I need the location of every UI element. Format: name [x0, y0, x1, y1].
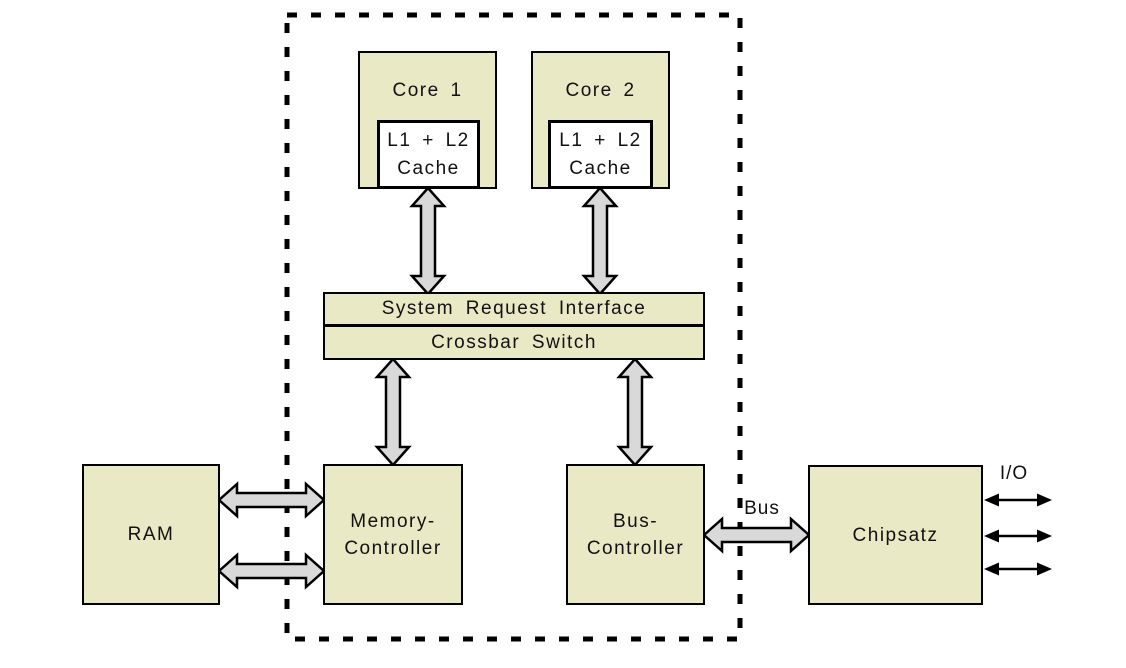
ram-label: RAM: [127, 524, 175, 545]
cache2-box: L1 + L2 Cache: [548, 120, 653, 189]
cache1-label-line2: Cache: [397, 157, 460, 179]
ram-box: RAM: [82, 464, 220, 605]
cpu-package-dashed-border: [284, 12, 743, 642]
core2-label: Core 2: [565, 80, 636, 101]
sri-crossbar-box: System Request Interface Crossbar Switch: [323, 292, 705, 360]
arrow-cache2-sri-icon: [581, 186, 619, 296]
cache1-label-line1: L1 + L2: [387, 129, 470, 151]
bus-controller-label-line1: Bus-: [612, 510, 659, 532]
memory-controller-box: Memory- Controller: [323, 464, 463, 605]
io-arrow-2-icon: [984, 529, 1052, 543]
bus-controller-label-line2: Controller: [586, 537, 685, 559]
chipset-box: Chipsatz: [808, 465, 983, 605]
crossbar-switch-label: Crossbar Switch: [431, 331, 597, 353]
memory-controller-label-line1: Memory-: [350, 510, 436, 532]
arrow-crossbar-bus-controller-icon: [616, 357, 654, 467]
cache2-label-line2: Cache: [569, 157, 632, 179]
memory-controller-label-line2: Controller: [344, 537, 442, 559]
arrow-crossbar-memory-controller-icon: [374, 357, 412, 467]
system-request-interface-label: System Request Interface: [381, 298, 647, 319]
arrow-ram-memory-controller-upper-icon: [217, 481, 326, 519]
cache2-label-line1: L1 + L2: [559, 129, 642, 151]
core1-label: Core 1: [392, 80, 463, 101]
bus-controller-box: Bus- Controller: [566, 464, 705, 605]
bus-label: Bus: [744, 498, 780, 519]
io-arrow-1-icon: [984, 493, 1052, 507]
io-arrow-3-icon: [984, 562, 1052, 576]
arrow-bus-icon: [702, 516, 811, 554]
cache1-box: L1 + L2 Cache: [377, 120, 480, 189]
io-label: I/O: [999, 463, 1029, 484]
arrow-cache1-sri-icon: [409, 186, 447, 296]
system-request-interface-box: System Request Interface: [325, 294, 703, 327]
chipset-label: Chipsatz: [852, 524, 939, 546]
crossbar-switch-box: Crossbar Switch: [325, 327, 703, 358]
arrow-ram-memory-controller-lower-icon: [217, 552, 326, 590]
